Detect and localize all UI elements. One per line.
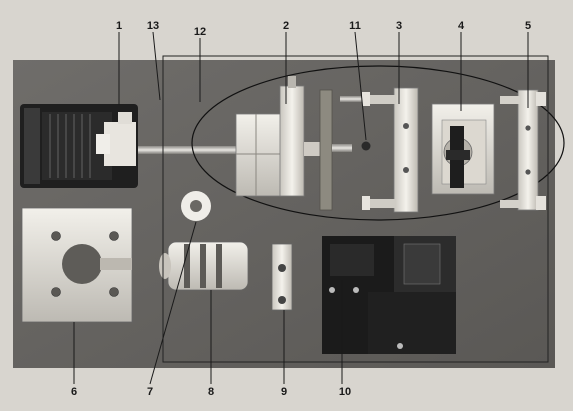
flexible-coupling [159,241,249,291]
callout-7: 7 [146,386,154,398]
callout-2: 2 [282,20,290,32]
callout-5: 5 [524,20,532,32]
callout-10: 10 [338,386,352,398]
leader-lines [73,31,529,385]
callout-9: 9 [280,386,288,398]
callout-12: 12 [193,26,207,38]
callout-3: 3 [395,20,403,32]
circuit-board [322,236,456,354]
sensor-housing [431,103,495,195]
assembly-outline [191,65,565,221]
callout-13: 13 [146,20,160,32]
callout-1: 1 [115,20,123,32]
ball-bearing [361,141,371,151]
small-bracket [271,243,293,311]
nut-block [235,76,322,197]
right-bracket [500,89,546,211]
lead-screw [138,146,238,154]
guide-disc [319,89,333,211]
callout-8: 8 [207,386,215,398]
end-bracket [362,87,419,213]
callout-11: 11 [349,20,361,32]
callout-4: 4 [457,20,465,32]
washer [181,191,211,221]
callout-6: 6 [70,386,78,398]
stepper-motor [20,104,138,188]
mounting-plate [21,207,133,323]
frame-outline [162,55,549,363]
